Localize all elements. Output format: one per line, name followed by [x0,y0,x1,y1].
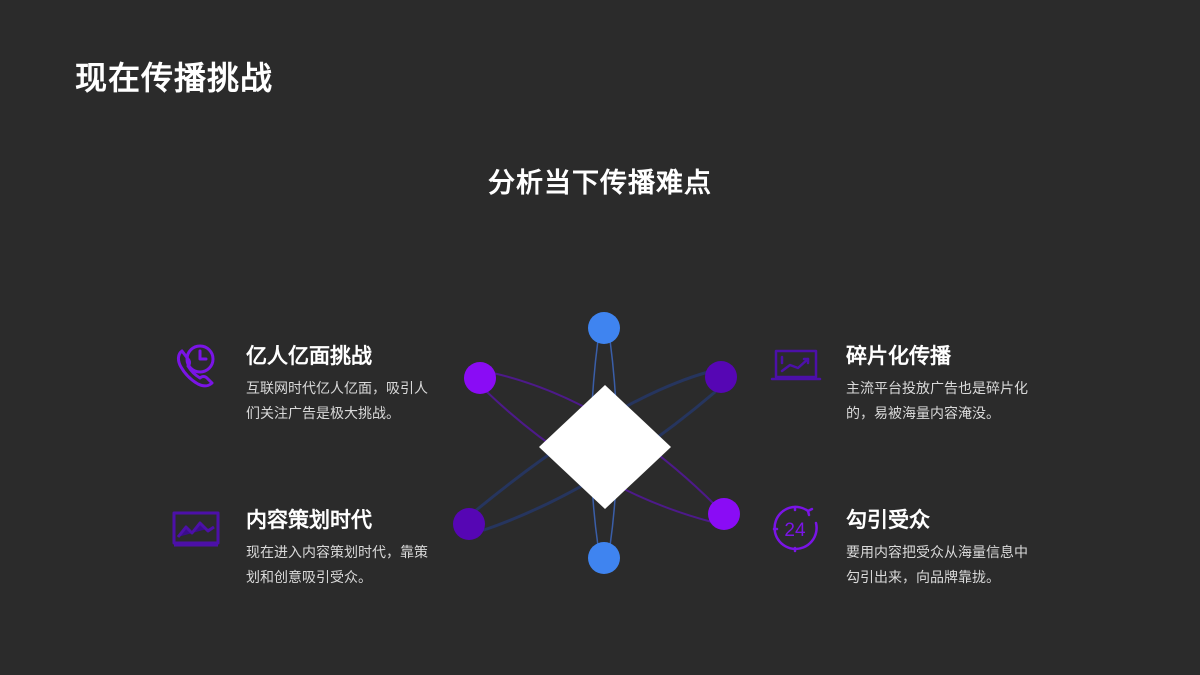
section-heading: 分析当下传播难点 [488,168,712,199]
node-left-top [464,362,496,394]
node-right-top [705,361,737,393]
node-top [588,312,620,344]
svg-text:24: 24 [784,520,806,541]
card-title: 勾引受众 [846,508,930,532]
card-title: 内容策划时代 [246,508,372,532]
card-top-left: 亿人亿面挑战 互联网时代亿人亿面，吸引人们关注广告是极大挑战。 [168,333,468,423]
center-diamond [539,385,671,509]
24-hours-icon: 24 [768,501,824,557]
node-left-bottom [453,508,485,540]
node-bottom [588,542,620,574]
card-description: 主流平台投放广告也是碎片化的，易被海量内容淹没。 [846,381,1028,422]
page-title: 现在传播挑战 [75,59,274,97]
card-top-right: 碎片化传播 主流平台投放广告也是碎片化的，易被海量内容淹没。 [768,333,1068,423]
card-title: 碎片化传播 [846,344,951,368]
card-bottom-left: 内容策划时代 现在进入内容策划时代，靠策划和创意吸引受众。 [168,497,468,587]
card-description: 互联网时代亿人亿面，吸引人们关注广告是极大挑战。 [246,381,428,422]
laptop-trend-icon [768,337,824,393]
card-bottom-right: 24 勾引受众 要用内容把受众从海量信息中勾引出来，向品牌靠拢。 [768,497,1068,587]
card-description: 现在进入内容策划时代，靠策划和创意吸引受众。 [246,545,428,586]
monitor-chart-icon [168,501,224,557]
node-right-bottom [708,498,740,530]
card-description: 要用内容把受众从海量信息中勾引出来，向品牌靠拢。 [846,545,1028,586]
card-title: 亿人亿面挑战 [246,344,372,368]
phone-clock-icon [168,337,224,393]
